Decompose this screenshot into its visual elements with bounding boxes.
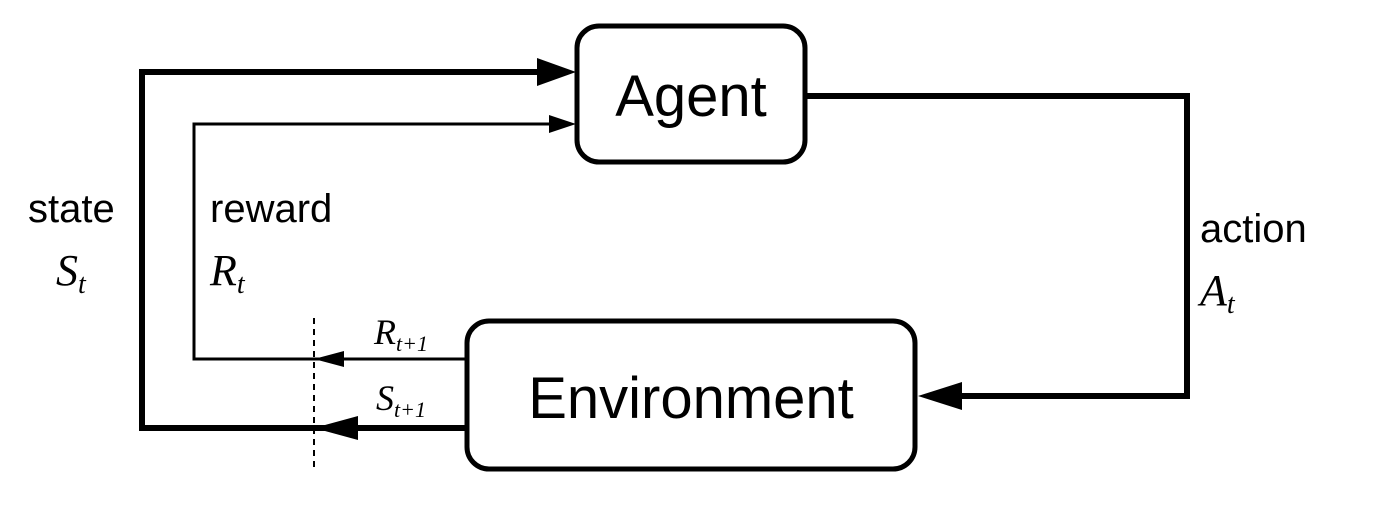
next-state-arrowhead	[314, 416, 358, 440]
action-symbol: At	[1197, 266, 1236, 320]
next-state-symbol-subscript: t+1	[394, 397, 426, 422]
next-reward-symbol-subscript: t+1	[396, 331, 428, 356]
environment-box	[464, 318, 918, 472]
reward-label: reward	[210, 187, 332, 231]
state-label: state	[28, 187, 115, 231]
environment-label: Environment	[528, 366, 854, 431]
action-label: action	[1200, 207, 1307, 251]
action-arrow-line	[805, 93, 1190, 399]
state-arrow-line	[139, 69, 545, 431]
reward-symbol-subscript: t	[237, 269, 246, 300]
action-arrow	[805, 93, 1190, 410]
next-reward-symbol: Rt+1	[373, 312, 428, 356]
action-symbol-subscript: t	[1227, 289, 1236, 320]
next-state-symbol: St+1	[376, 378, 426, 422]
state-symbol-subscript: t	[78, 269, 87, 300]
state-arrow	[139, 58, 576, 431]
next-reward-arrowhead	[314, 351, 344, 367]
agent-node: Agent	[574, 23, 808, 165]
state-symbol-letter: S	[56, 246, 78, 295]
reward-symbol-letter: R	[209, 246, 237, 295]
reward-symbol: Rt	[209, 246, 246, 300]
agent-label: Agent	[615, 64, 767, 129]
action-symbol-letter: A	[1197, 266, 1228, 315]
action-arrowhead	[918, 382, 962, 410]
reward-arrowhead	[549, 115, 576, 133]
next-state-symbol-letter: S	[376, 378, 394, 418]
environment-node: Environment	[464, 318, 918, 472]
next-reward-symbol-letter: R	[373, 312, 396, 352]
state-symbol: St	[56, 246, 87, 300]
state-arrowhead	[537, 58, 576, 86]
